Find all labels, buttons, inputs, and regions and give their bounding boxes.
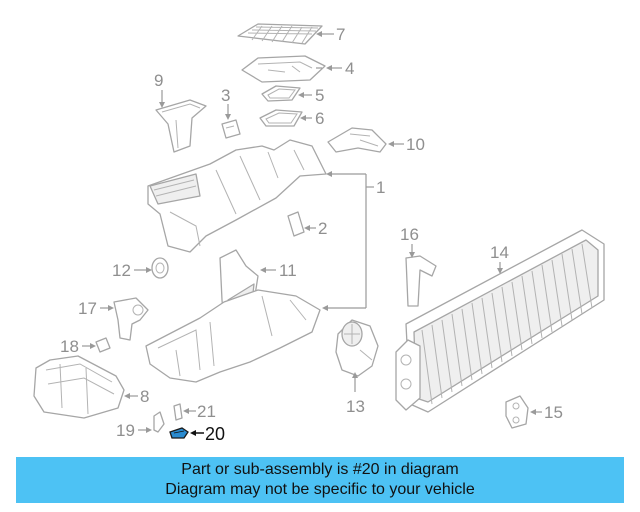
part-9-duct[interactable] [155,99,207,153]
svg-text:15: 15 [544,403,563,422]
part-20-highlighted[interactable] [169,427,189,439]
svg-text:1: 1 [376,178,385,197]
callout-16: 16 [400,225,419,258]
info-banner: Part or sub-assembly is #20 in diagram D… [16,457,624,503]
callout-14: 14 [490,243,509,274]
svg-text:13: 13 [346,397,365,416]
svg-text:6: 6 [315,109,324,128]
svg-text:9: 9 [154,71,163,90]
svg-text:19: 19 [116,421,135,440]
part-2-gasket[interactable] [287,211,305,237]
callout-13: 13 [346,372,365,416]
svg-text:18: 18 [60,337,79,356]
part-4-cover[interactable] [241,55,326,83]
svg-text:16: 16 [400,225,419,244]
part-10-bracket[interactable] [327,127,387,153]
svg-text:5: 5 [315,86,324,105]
parts-diagram: 7 4 5 6 9 [33,23,605,444]
part-1-upper-housing[interactable] [147,139,327,253]
part-12-grommet[interactable] [151,257,169,279]
part-7-filter[interactable] [237,23,323,45]
part-13-blower[interactable] [335,319,379,377]
svg-text:2: 2 [318,219,327,238]
callout-8: 8 [124,387,149,406]
svg-text:11: 11 [279,261,297,280]
svg-text:21: 21 [197,402,216,421]
callout-21: 21 [183,402,216,421]
part-18-connector[interactable] [95,337,111,353]
part-19-clip[interactable] [153,411,165,433]
part-17-actuator[interactable] [113,297,149,341]
callout-1: 1 [322,171,385,311]
heater-core-fins [421,243,593,405]
svg-text:14: 14 [490,243,509,262]
part-3-clip[interactable] [221,119,241,139]
svg-text:7: 7 [336,25,345,44]
svg-text:3: 3 [221,86,230,105]
callout-19: 19 [116,421,152,440]
callout-12: 12 [112,261,152,280]
part-16-hose[interactable] [405,255,437,307]
part-5-seal[interactable] [261,85,301,102]
callout-15: 15 [530,403,563,422]
svg-text:8: 8 [140,387,149,406]
part-14-heater-core[interactable] [395,229,605,413]
part-21-clip[interactable] [173,403,183,421]
callout-2: 2 [304,219,327,238]
callout-20: 20 [190,424,225,444]
svg-text:10: 10 [406,135,425,154]
banner-line-1: Part or sub-assembly is #20 in diagram [181,461,459,478]
callout-5: 5 [298,86,324,105]
part-1-lower-housing[interactable] [145,289,321,383]
callout-17: 17 [78,299,114,318]
banner-line-2: Diagram may not be specific to your vehi… [165,481,475,498]
callout-7: 7 [316,25,345,44]
callout-6: 6 [300,109,324,128]
callout-4: 4 [316,59,354,78]
callout-9: 9 [154,71,165,108]
svg-text:12: 12 [112,261,131,280]
part-8-module[interactable] [33,355,125,419]
svg-text:4: 4 [345,59,354,78]
part-6-seal[interactable] [259,109,303,127]
callout-11: 11 [260,261,297,280]
callout-10: 10 [388,135,425,154]
part-15-gasket[interactable] [505,395,529,429]
callout-18: 18 [60,337,96,356]
callout-3: 3 [221,86,231,120]
svg-text:20: 20 [205,424,225,444]
svg-text:17: 17 [78,299,97,318]
